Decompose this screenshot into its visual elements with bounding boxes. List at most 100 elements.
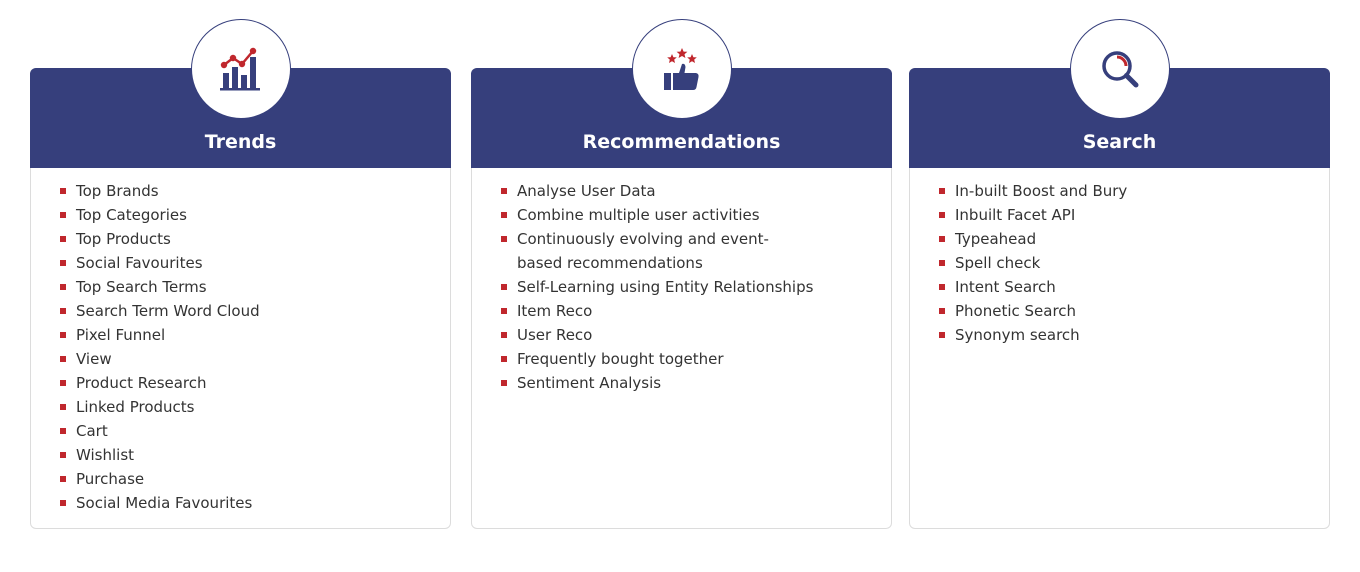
bullet-icon <box>60 500 66 506</box>
search-list: In-built Boost and Bury Inbuilt Facet AP… <box>937 179 1309 347</box>
bullet-icon <box>939 284 945 290</box>
list-item-label: Spell check <box>955 254 1041 272</box>
list-item-label: Combine multiple user activities <box>517 206 760 224</box>
list-item-label: Product Research <box>76 374 207 392</box>
bullet-icon <box>60 428 66 434</box>
bullet-icon <box>501 188 507 194</box>
list-item: Linked Products <box>58 395 430 419</box>
card-trends: Trends Top Brands Top Categories Top Pro… <box>30 19 451 529</box>
bullet-icon <box>501 380 507 386</box>
bullet-icon <box>939 236 945 242</box>
list-item: Combine multiple user activities <box>499 203 871 227</box>
list-item: Cart <box>58 419 430 443</box>
bullet-icon <box>501 356 507 362</box>
list-item: Inbuilt Facet API <box>937 203 1309 227</box>
list-item: Synonym search <box>937 323 1309 347</box>
bullet-icon <box>939 308 945 314</box>
bullet-icon <box>60 308 66 314</box>
list-item-label: Social Favourites <box>76 254 203 272</box>
list-item-label: Sentiment Analysis <box>517 374 662 392</box>
list-item: In-built Boost and Bury <box>937 179 1309 203</box>
card-recommendations: Recommendations Analyse User Data Combin… <box>471 19 892 529</box>
list-item: Top Brands <box>58 179 430 203</box>
list-item-label: View <box>76 350 112 368</box>
list-item-label: Inbuilt Facet API <box>955 206 1076 224</box>
trends-list: Top Brands Top Categories Top Products S… <box>58 179 430 515</box>
list-item: Social Favourites <box>58 251 430 275</box>
bullet-icon <box>60 380 66 386</box>
list-item: Social Media Favourites <box>58 491 430 515</box>
list-item-label: Wishlist <box>76 446 135 464</box>
bar-chart-trend-icon <box>190 19 291 119</box>
list-item-label: Item Reco <box>517 302 593 320</box>
bullet-icon <box>501 332 507 338</box>
list-item: Item Reco <box>499 299 871 323</box>
list-item: Search Term Word Cloud <box>58 299 430 323</box>
list-item-label: Top Brands <box>76 182 159 200</box>
list-item: Product Research <box>58 371 430 395</box>
list-item-label: Phonetic Search <box>955 302 1077 320</box>
card-title: Recommendations <box>582 131 781 153</box>
bullet-icon <box>60 188 66 194</box>
list-item: Intent Search <box>937 275 1309 299</box>
bullet-icon <box>939 212 945 218</box>
bullet-icon <box>939 188 945 194</box>
list-item-label: In-built Boost and Bury <box>955 182 1128 200</box>
card-title: Search <box>1082 131 1157 153</box>
bullet-icon <box>939 260 945 266</box>
bullet-icon <box>939 332 945 338</box>
bullet-icon <box>501 308 507 314</box>
list-item-label: Typeahead <box>955 230 1037 248</box>
list-item: Typeahead <box>937 227 1309 251</box>
card-search: Search In-built Boost and Bury Inbuilt F… <box>909 19 1330 529</box>
list-item-label: Analyse User Data <box>517 182 656 200</box>
bullet-icon <box>60 260 66 266</box>
bullet-icon <box>501 212 507 218</box>
bullet-icon <box>501 284 507 290</box>
list-item: Purchase <box>58 467 430 491</box>
recommendations-list: Analyse User Data Combine multiple user … <box>499 179 871 395</box>
list-item-label: Search Term Word Cloud <box>76 302 260 320</box>
list-item: Self-Learning using Entity Relationships <box>499 275 871 299</box>
bullet-icon <box>60 236 66 242</box>
list-item-label: Linked Products <box>76 398 195 416</box>
list-item: Pixel Funnel <box>58 323 430 347</box>
bullet-icon <box>60 476 66 482</box>
bullet-icon <box>60 284 66 290</box>
bullet-icon <box>60 356 66 362</box>
list-item-label: Top Categories <box>76 206 187 224</box>
card-title: Trends <box>204 131 277 153</box>
list-item-label: Cart <box>76 422 108 440</box>
magnifier-icon <box>1069 19 1170 119</box>
list-item-label: User Reco <box>517 326 593 344</box>
list-item: View <box>58 347 430 371</box>
bullet-icon <box>60 404 66 410</box>
list-item: Frequently bought together <box>499 347 871 371</box>
list-item: Top Categories <box>58 203 430 227</box>
list-item-label: Self-Learning using Entity Relationships <box>517 278 814 296</box>
bullet-icon <box>60 332 66 338</box>
list-item: Continuously evolving and event-based re… <box>499 227 871 275</box>
list-item: Phonetic Search <box>937 299 1309 323</box>
list-item-label: Top Products <box>76 230 171 248</box>
list-item-label: Social Media Favourites <box>76 494 253 512</box>
list-item-label: Continuously evolving and event-based re… <box>517 230 769 272</box>
list-item-label: Intent Search <box>955 278 1056 296</box>
list-item: Spell check <box>937 251 1309 275</box>
card-header: Search <box>909 68 1330 168</box>
list-item: Top Products <box>58 227 430 251</box>
list-item-label: Frequently bought together <box>517 350 724 368</box>
thumbs-up-stars-icon <box>631 19 732 119</box>
list-item-label: Purchase <box>76 470 145 488</box>
bullet-icon <box>60 452 66 458</box>
list-item: Top Search Terms <box>58 275 430 299</box>
list-item-label: Top Search Terms <box>76 278 207 296</box>
list-item-label: Pixel Funnel <box>76 326 166 344</box>
list-item: Wishlist <box>58 443 430 467</box>
bullet-icon <box>501 236 507 242</box>
list-item-label: Synonym search <box>955 326 1080 344</box>
list-item: Sentiment Analysis <box>499 371 871 395</box>
list-item: User Reco <box>499 323 871 347</box>
bullet-icon <box>60 212 66 218</box>
